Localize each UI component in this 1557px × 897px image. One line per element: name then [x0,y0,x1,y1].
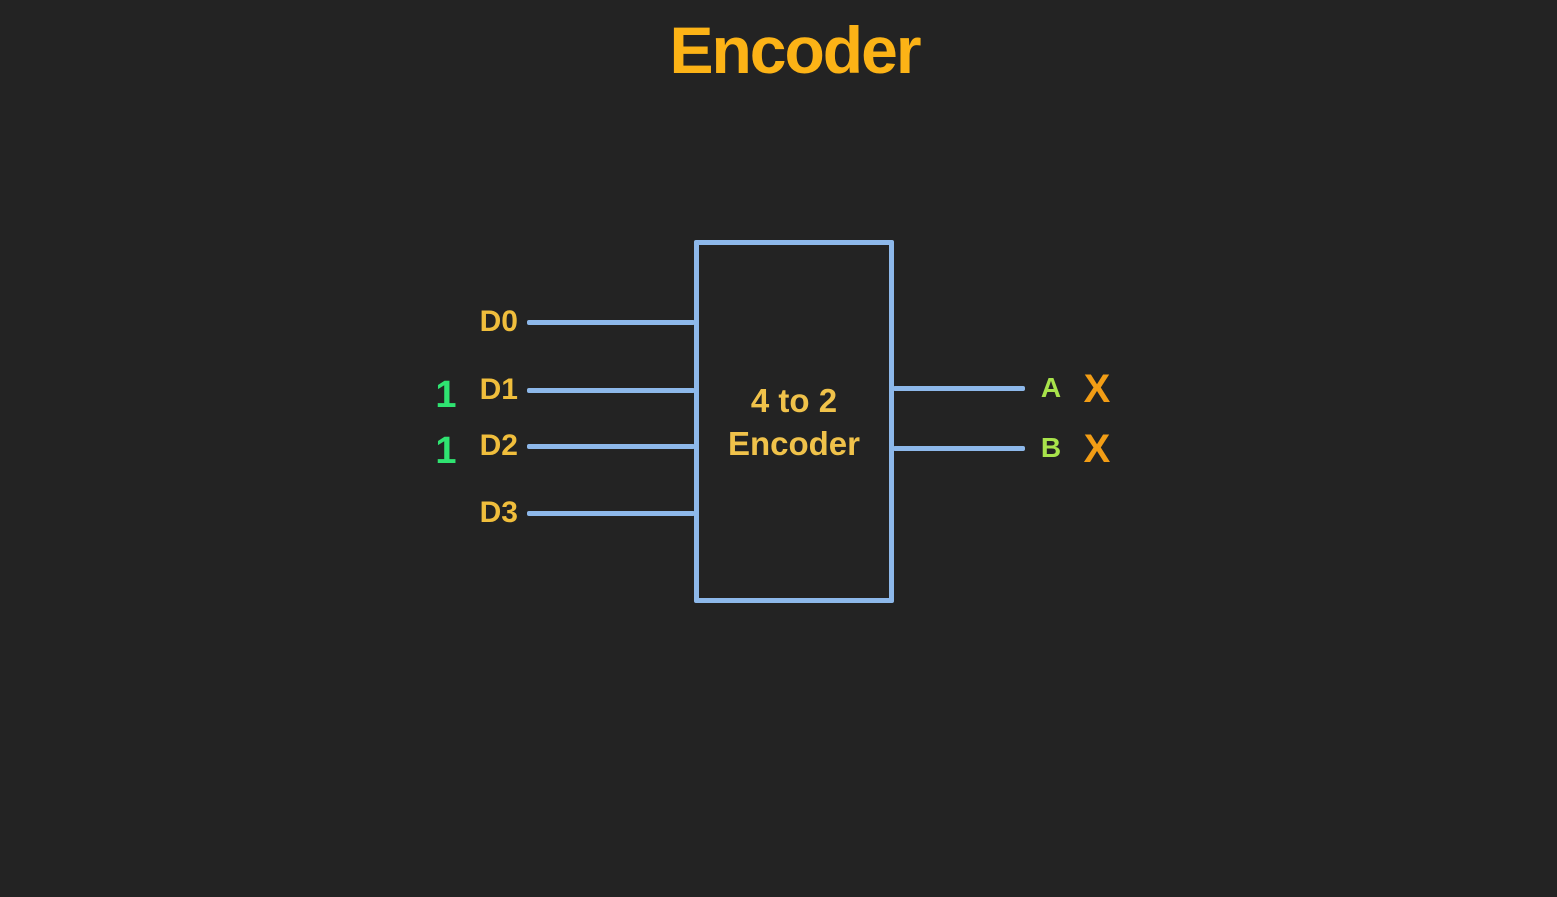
output-wire-b [893,446,1025,451]
input-wire-d3 [527,511,695,516]
output-label-a: A [1040,372,1062,403]
input-wire-d2 [527,444,695,449]
encoder-block-label-line2: Encoder [727,424,861,462]
page-title: Encoder [669,13,921,87]
output-label-b: B [1040,432,1062,463]
input-row-d0: D0 [420,302,700,342]
input-value-d0 [428,307,464,347]
input-value-d1: 1 [435,374,457,416]
input-label-d0: D0 [479,305,518,338]
encoder-block-label-line1: 4 to 2 [750,381,838,419]
input-value-d3 [428,498,464,538]
output-value-a: X [1083,367,1111,411]
input-value-d2: 1 [435,430,457,472]
input-row-d2: 1 D2 [420,426,700,471]
input-row-d3: D3 [420,493,700,533]
encoder-block: 4 to 2 Encoder [694,240,894,603]
output-row-a: A X [893,367,1133,411]
input-wire-d0 [527,320,695,325]
input-wire-d1 [527,388,695,393]
output-wire-a [893,386,1025,391]
output-value-b: X [1083,427,1111,471]
input-label-d2: D2 [479,429,518,462]
input-label-d1: D1 [479,373,518,406]
input-label-d3: D3 [479,496,518,529]
input-row-d1: 1 D1 [420,370,700,415]
output-row-b: B X [893,427,1133,471]
